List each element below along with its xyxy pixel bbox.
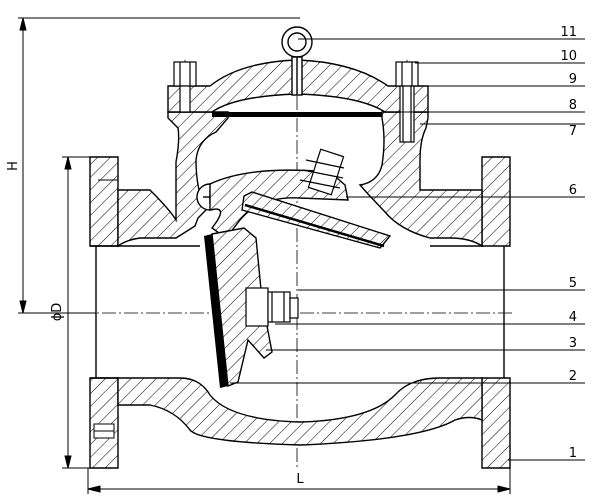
disc-holder <box>211 227 273 387</box>
part-number-11: 11 <box>560 25 577 40</box>
valve-body <box>89 59 511 469</box>
part-number-5: 5 <box>569 276 577 291</box>
part-number-7: 7 <box>569 124 577 139</box>
disc-nut-upper <box>299 148 345 196</box>
leader-lines <box>230 38 585 461</box>
seat-disc <box>204 234 228 388</box>
disc-upper <box>241 191 392 249</box>
part-number-3: 3 <box>569 336 577 351</box>
bonnet-bolts <box>173 61 419 143</box>
bore-outline <box>90 245 505 379</box>
dim-label-height: H <box>6 161 21 171</box>
dim-label-length: L <box>296 472 304 487</box>
part-number-8: 8 <box>569 98 577 113</box>
flange-bolt-marks <box>93 179 118 439</box>
part-number-6: 6 <box>569 183 577 198</box>
part-number-1: 1 <box>569 446 577 461</box>
part-number-4: 4 <box>569 310 577 325</box>
gasket <box>212 112 382 117</box>
disc-nut-lower <box>245 287 299 327</box>
part-number-9: 9 <box>569 72 577 87</box>
dim-label-diameter: ϕD <box>50 303 65 322</box>
eye-bolt <box>281 26 313 96</box>
part-number-10: 10 <box>560 49 577 64</box>
part-number-2: 2 <box>569 369 577 384</box>
dimension-lines <box>18 17 511 494</box>
